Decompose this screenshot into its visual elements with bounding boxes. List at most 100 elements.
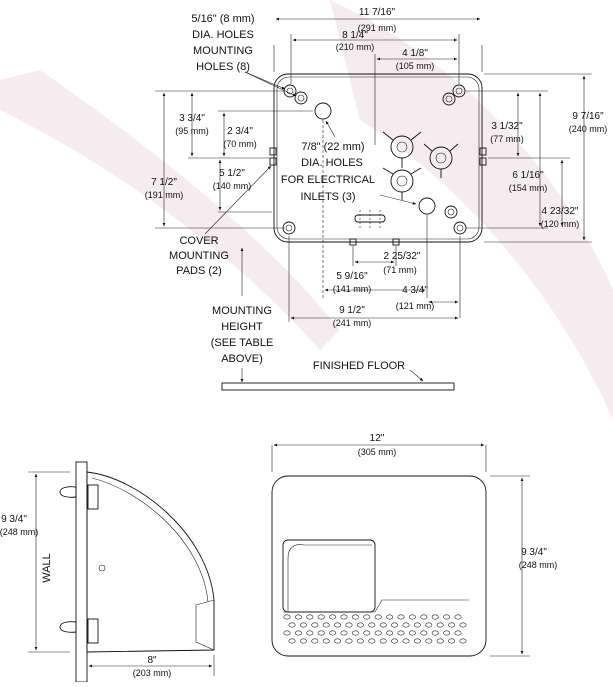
vent-hole bbox=[420, 614, 428, 620]
svg-text:(248 mm): (248 mm) bbox=[0, 527, 38, 537]
vent-hole bbox=[317, 614, 325, 620]
vent-hole bbox=[356, 622, 364, 628]
vent-hole bbox=[351, 614, 359, 620]
vent-hole bbox=[379, 622, 387, 628]
vent-hole bbox=[436, 622, 444, 628]
vent-hole bbox=[311, 622, 319, 628]
svg-text:(305 mm): (305 mm) bbox=[358, 447, 397, 457]
svg-text:MOUNTING: MOUNTING bbox=[193, 45, 253, 57]
svg-text:11 7/16": 11 7/16" bbox=[359, 7, 396, 18]
svg-text:(248 mm): (248 mm) bbox=[519, 560, 558, 570]
svg-text:PADS (2): PADS (2) bbox=[176, 265, 222, 277]
vent-hole bbox=[374, 614, 382, 620]
front-view: 12" (305 mm) 9 3/4" (248 mm) bbox=[271, 433, 558, 657]
terminal-connector bbox=[382, 167, 422, 200]
vent-hole bbox=[311, 638, 319, 644]
mounting-plate-view bbox=[269, 73, 487, 246]
dim-9-1-2: 9 1/2" (241 mm) bbox=[288, 236, 459, 328]
svg-text:8 1/4": 8 1/4" bbox=[342, 30, 368, 41]
vent-hole bbox=[413, 622, 421, 628]
vent-hole bbox=[408, 630, 416, 636]
vent-hole bbox=[402, 638, 410, 644]
svg-text:3 3/4": 3 3/4" bbox=[179, 113, 205, 124]
vent-hole bbox=[294, 614, 302, 620]
dim-8-1-4: 8 1/4" (210 mm) bbox=[290, 30, 460, 84]
svg-text:(141 mm): (141 mm) bbox=[333, 284, 372, 294]
svg-text:(105 mm): (105 mm) bbox=[396, 61, 435, 71]
svg-text:4 3/4": 4 3/4" bbox=[402, 285, 428, 296]
vent-hole bbox=[379, 638, 387, 644]
vent-hole bbox=[397, 614, 405, 620]
svg-text:(121 mm): (121 mm) bbox=[396, 301, 435, 311]
watermark-logo bbox=[0, 0, 613, 420]
vent-hole bbox=[386, 630, 394, 636]
vent-hole bbox=[391, 622, 399, 628]
svg-text:5 9/16": 5 9/16" bbox=[336, 271, 368, 282]
mounting-height-label: MOUNTING HEIGHT (SEE TABLE ABOVE) bbox=[211, 247, 274, 383]
svg-text:7 1/2": 7 1/2" bbox=[151, 177, 177, 188]
vent-hole bbox=[306, 614, 314, 620]
vent-hole bbox=[322, 638, 330, 644]
electrical-inlet-hole bbox=[418, 197, 436, 215]
side-view: WALL 9 3/4" (248 mm) 8" (203 mm) bbox=[0, 461, 215, 683]
svg-text:(291 mm): (291 mm) bbox=[358, 23, 397, 33]
vent-hole bbox=[363, 614, 371, 620]
svg-text:4 23/32": 4 23/32" bbox=[542, 206, 579, 217]
side-tab bbox=[269, 147, 277, 166]
cover-mounting-pad bbox=[392, 238, 400, 246]
svg-text:DIA. HOLES: DIA. HOLES bbox=[192, 29, 254, 41]
vent-hole bbox=[368, 638, 376, 644]
vent-hole bbox=[345, 622, 353, 628]
vent-hole bbox=[425, 638, 433, 644]
svg-text:5/16" (8 mm): 5/16" (8 mm) bbox=[191, 13, 254, 25]
vent-hole bbox=[334, 622, 342, 628]
dim-4-3-4: 4 3/4" (121 mm) bbox=[396, 236, 461, 318]
svg-text:(140 mm): (140 mm) bbox=[213, 181, 252, 191]
mounting-holes-label: 5/16" (8 mm) DIA. HOLES MOUNTING HOLES (… bbox=[191, 13, 297, 97]
vent-hole bbox=[317, 630, 325, 636]
dim-7-1-2: 7 1/2" (191 mm) bbox=[145, 90, 285, 229]
svg-text:9 7/16": 9 7/16" bbox=[572, 111, 604, 122]
vent-hole bbox=[431, 614, 439, 620]
vent-hole bbox=[299, 622, 307, 628]
svg-text:HOLES (8): HOLES (8) bbox=[196, 61, 250, 73]
svg-text:MOUNTING: MOUNTING bbox=[212, 305, 272, 317]
mounting-hole bbox=[452, 84, 466, 98]
dim-3-3-4: 3 3/4" (95 mm) bbox=[175, 92, 272, 159]
svg-text:9 1/2": 9 1/2" bbox=[339, 305, 365, 316]
vent-hole bbox=[459, 638, 467, 644]
vent-hole bbox=[329, 614, 337, 620]
dim-2-3-4: 2 3/4" (70 mm) bbox=[218, 110, 313, 157]
svg-text:6 1/16": 6 1/16" bbox=[512, 170, 544, 181]
svg-text:2 25/32": 2 25/32" bbox=[384, 251, 421, 262]
vent-grille bbox=[283, 614, 467, 644]
svg-text:7/8" (22 mm): 7/8" (22 mm) bbox=[301, 141, 364, 153]
svg-text:(70 mm): (70 mm) bbox=[223, 139, 257, 149]
svg-text:12": 12" bbox=[370, 433, 385, 444]
vent-hole bbox=[334, 638, 342, 644]
vent-hole bbox=[340, 630, 348, 636]
finished-floor: FINISHED FLOOR bbox=[221, 360, 455, 391]
vent-hole bbox=[448, 622, 456, 628]
wall bbox=[75, 461, 88, 683]
vent-hole bbox=[408, 614, 416, 620]
vent-hole bbox=[299, 638, 307, 644]
svg-text:(241 mm): (241 mm) bbox=[333, 318, 372, 328]
vent-hole bbox=[454, 614, 462, 620]
svg-text:(95 mm): (95 mm) bbox=[175, 126, 209, 136]
terminal-connector bbox=[382, 131, 422, 168]
svg-text:HEIGHT: HEIGHT bbox=[221, 321, 263, 333]
vent-hole bbox=[402, 622, 410, 628]
air-outlet-frame bbox=[282, 539, 376, 613]
vent-hole bbox=[431, 630, 439, 636]
svg-text:(SEE TABLE: (SEE TABLE bbox=[211, 337, 274, 349]
svg-text:(240 mm): (240 mm) bbox=[569, 124, 608, 134]
svg-text:WALL: WALL bbox=[41, 553, 53, 583]
vent-hole bbox=[374, 630, 382, 636]
vent-hole bbox=[386, 614, 394, 620]
svg-text:9 3/4": 9 3/4" bbox=[1, 514, 27, 525]
svg-text:(77 mm): (77 mm) bbox=[490, 134, 524, 144]
vent-hole bbox=[459, 622, 467, 628]
vent-hole bbox=[368, 622, 376, 628]
